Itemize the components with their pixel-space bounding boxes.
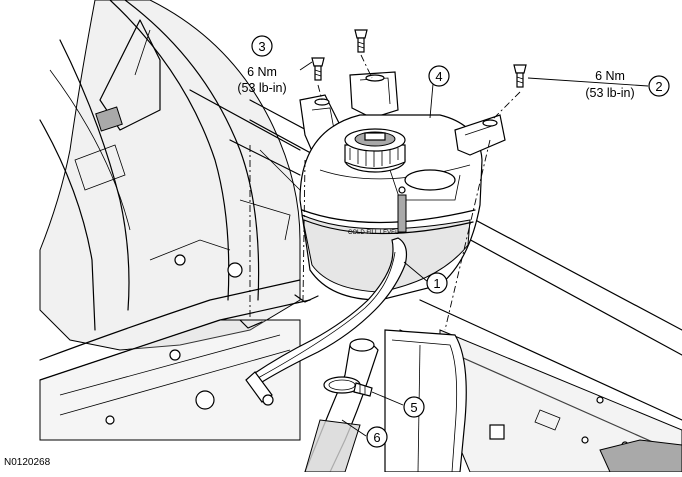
- fender-apron-structure: [39, 0, 319, 441]
- torque-metric-2: 6 Nm: [595, 69, 625, 83]
- callout-6-label: 6: [373, 430, 380, 445]
- leader-lines: [299, 61, 649, 437]
- bolt-2: [513, 64, 527, 88]
- callout-5: 5: [403, 396, 425, 418]
- torque-spec-bolt-3: 6 Nm (53 lb-in): [237, 65, 286, 95]
- torque-metric-3: 6 Nm: [247, 65, 277, 79]
- cold-fill-level-marking: COLD FILL LEVEL: [348, 230, 399, 236]
- lower-housing: [384, 329, 467, 473]
- callout-2: 2: [648, 75, 670, 97]
- torque-imperial-2: (53 lb-in): [585, 86, 634, 100]
- lower-coolant-hose: [304, 338, 379, 473]
- installation-centerlines: [249, 54, 521, 331]
- right-mounting-bracket: [454, 114, 506, 156]
- figure-id: N0120268: [4, 457, 51, 468]
- bolt-3: [311, 57, 325, 81]
- callout-4: 4: [428, 65, 450, 87]
- callout-3-label: 3: [258, 39, 265, 54]
- hose-clamp: [323, 376, 373, 397]
- bolt-center: [354, 29, 368, 53]
- callout-1: 1: [426, 272, 448, 294]
- callout-6: 6: [366, 426, 388, 448]
- coolant-hose: [245, 237, 408, 406]
- torque-spec-bolt-2: 6 Nm (53 lb-in): [585, 69, 634, 100]
- callout-1-label: 1: [433, 276, 440, 291]
- callout-2-label: 2: [655, 79, 662, 94]
- pressure-cap: [344, 128, 406, 173]
- torque-imperial-3: (53 lb-in): [237, 81, 286, 95]
- callout-3: 3: [251, 35, 273, 57]
- rear-mounting-bracket: [349, 71, 399, 119]
- callout-4-label: 4: [435, 69, 442, 84]
- callout-5-label: 5: [410, 400, 417, 415]
